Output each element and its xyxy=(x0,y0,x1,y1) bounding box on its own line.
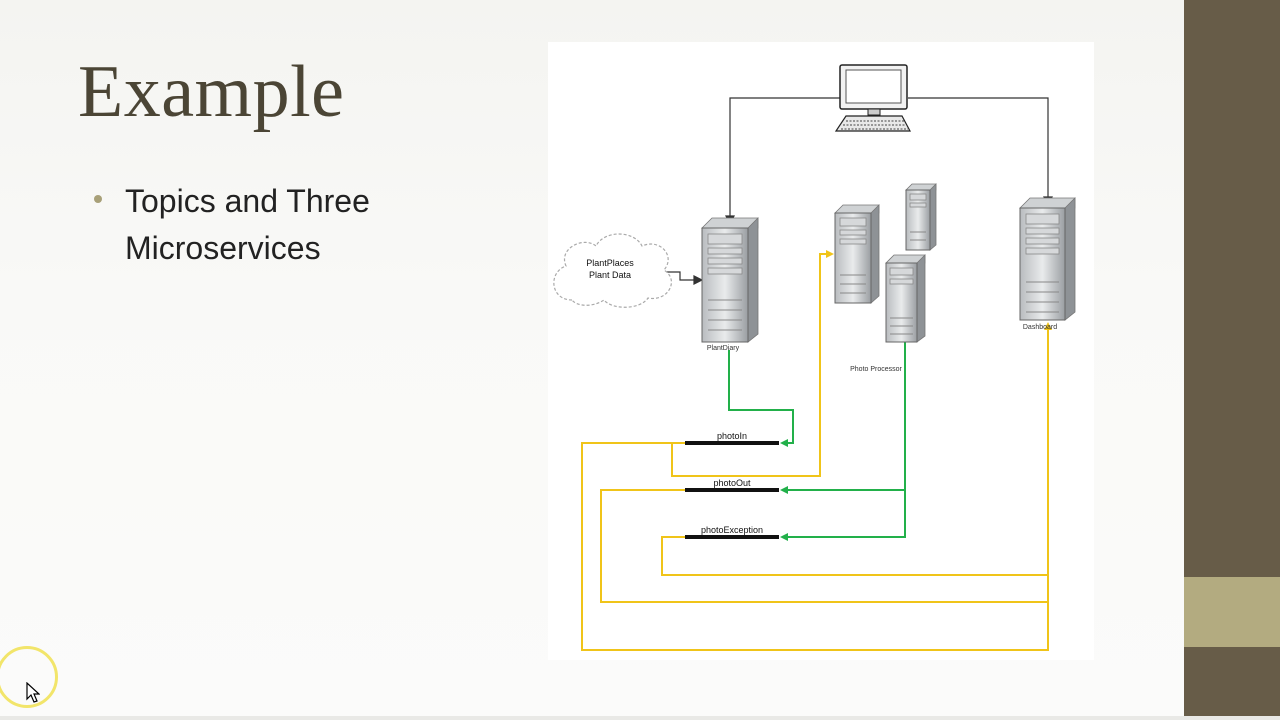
arrowhead xyxy=(780,486,788,494)
server-label-dashboard: Dashboard xyxy=(1023,324,1057,331)
architecture-diagram: photoIn photoOut photoException PlantPla… xyxy=(553,64,1076,651)
server-icon xyxy=(1019,197,1076,321)
bullet-dot xyxy=(94,195,102,203)
bullet-item: Topics and Three Microservices xyxy=(94,178,454,272)
topic-label: photoException xyxy=(701,525,763,535)
topic-photoout: photoOut xyxy=(685,478,779,492)
server-icon xyxy=(885,254,926,343)
green-connectors xyxy=(728,340,906,538)
yellow-connectors xyxy=(581,253,1049,651)
bottom-strip xyxy=(0,716,1280,720)
topic-bar xyxy=(685,441,779,445)
connector-dashboard-photoin xyxy=(581,330,1049,651)
server-icon xyxy=(905,183,937,251)
slide-title: Example xyxy=(78,51,345,133)
computer-icon xyxy=(834,64,911,132)
connector-processor-photoout xyxy=(786,340,906,491)
bullet-list: Topics and Three Microservices xyxy=(94,178,454,272)
connector-computer-plantdiary xyxy=(729,97,840,222)
arrowhead xyxy=(780,439,788,447)
topic-bar xyxy=(685,488,779,492)
server-label-photo-processor: Photo Processor xyxy=(850,366,902,373)
server-label-plantdiary: PlantDiary xyxy=(707,345,740,352)
cloud-label: Plant Data xyxy=(589,270,631,280)
topic-photoin: photoIn xyxy=(685,431,779,445)
cloud-icon: PlantPlaces Plant Data xyxy=(553,233,673,308)
connector-dashboard-photoexception xyxy=(661,536,1048,576)
cursor-highlight xyxy=(0,646,58,708)
topic-bar xyxy=(685,535,779,539)
arrowhead xyxy=(780,533,788,541)
connector-processor-photoexception xyxy=(786,490,906,538)
side-decoration-accent xyxy=(1184,577,1280,647)
server-icon xyxy=(834,204,880,304)
cloud-label: PlantPlaces xyxy=(586,258,634,268)
diagram-panel: photoIn photoOut photoException PlantPla… xyxy=(548,42,1094,660)
connector-computer-dashboard xyxy=(908,97,1049,203)
arrowhead xyxy=(826,250,834,258)
connector-dashboard-photoout xyxy=(600,489,1048,603)
server-icon xyxy=(701,217,759,343)
topic-label: photoIn xyxy=(717,431,747,441)
topic-photoexception: photoException xyxy=(685,525,779,539)
connector-photoin-to-processor xyxy=(671,253,828,477)
arrowhead xyxy=(693,275,704,285)
mouse-pointer-icon xyxy=(26,682,40,703)
arrowhead xyxy=(1044,322,1052,330)
topic-label: photoOut xyxy=(713,478,751,488)
bullet-text: Topics and Three Microservices xyxy=(125,183,370,266)
connector-plantdiary-photoin xyxy=(728,350,794,444)
connector-cloud-plantdiary xyxy=(662,271,700,281)
